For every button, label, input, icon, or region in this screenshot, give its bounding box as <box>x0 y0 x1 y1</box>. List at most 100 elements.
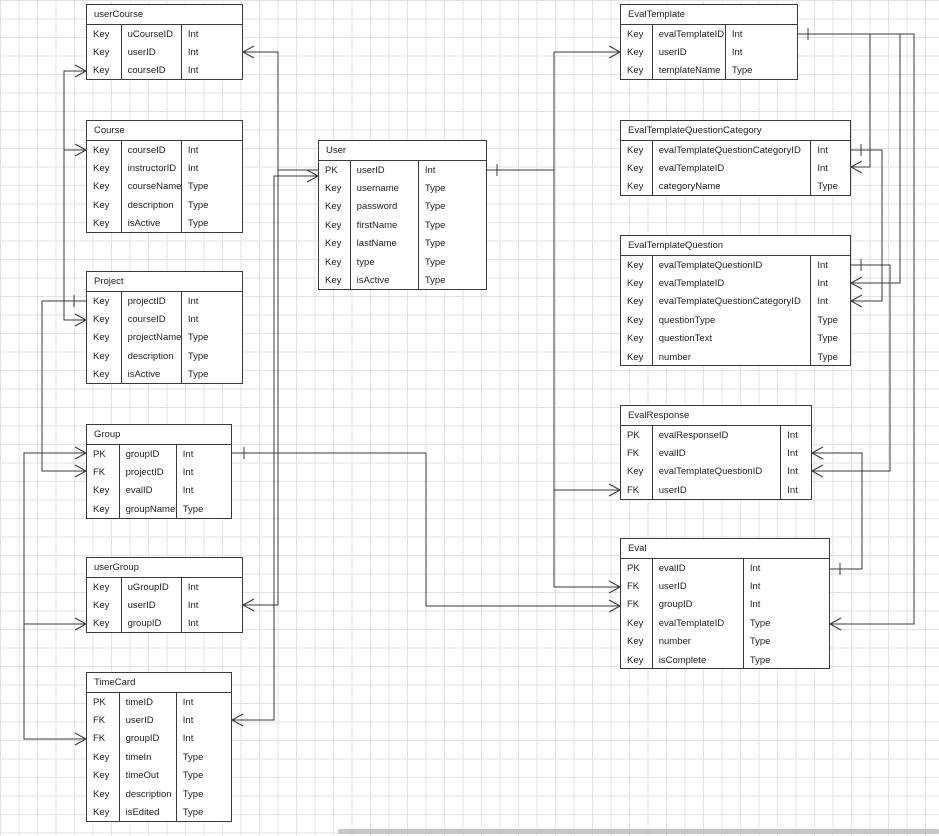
crows-foot-many-marker <box>242 45 255 59</box>
field-type-cell: Int <box>742 595 829 615</box>
entity-title: User <box>319 141 486 161</box>
key-cell: Key <box>93 770 110 782</box>
field-type-cell: Type <box>810 311 850 330</box>
key-cell: Key <box>93 314 110 326</box>
field-type-cell: Type <box>417 197 486 217</box>
field-type-cell: Int <box>780 462 811 482</box>
key-cell: Key <box>627 163 644 175</box>
field-type-cell: Type <box>175 766 231 785</box>
field-name-cell: evalTemplateID <box>651 614 743 633</box>
field-name-cell: evalTemplateID <box>651 25 725 44</box>
horizontal-scrollbar[interactable] <box>338 829 939 834</box>
field-type-cell: Type <box>810 329 850 348</box>
field-name-cell: description <box>120 347 181 366</box>
entity-title: userGroup <box>87 558 242 578</box>
field-name-cell: evalTemplateQuestionCategoryID <box>651 292 811 312</box>
field-type-cell: Type <box>742 650 829 670</box>
crows-foot-many-marker <box>231 713 244 727</box>
field-name-cell: groupID <box>118 729 176 749</box>
relationship-line <box>232 452 620 607</box>
field-name-cell: evalID <box>651 559 743 578</box>
key-cell: Key <box>627 259 644 271</box>
field-type-cell: Type <box>417 271 486 290</box>
field-name-cell: groupID <box>651 595 743 615</box>
field-type-cell: Int <box>180 310 242 329</box>
crows-foot-many-marker <box>74 617 87 631</box>
field-name-cell: groupID <box>120 614 181 634</box>
key-cell: FK <box>93 467 106 479</box>
relationship-line <box>23 452 86 625</box>
field-name-cell: lastName <box>349 234 418 253</box>
field-name-cell: instructorID <box>120 159 181 178</box>
crows-foot-many-marker <box>74 464 87 478</box>
field-type-cell: Type <box>742 632 829 651</box>
field-name-cell: evalTemplateQuestionCategoryID <box>651 141 811 160</box>
crows-foot-many-marker <box>74 732 87 746</box>
field-name-cell: evalTemplateQuestionID <box>651 256 811 275</box>
field-type-cell: Type <box>175 500 231 519</box>
field-name-cell: isComplete <box>651 650 743 670</box>
key-cell: PK <box>325 164 338 176</box>
field-type-cell: Int <box>175 445 231 464</box>
key-cell: Key <box>325 275 342 287</box>
key-cell: Key <box>627 466 644 478</box>
field-name-cell: projectID <box>118 463 176 482</box>
key-cell: FK <box>627 599 640 611</box>
field-name-cell: evalResponseID <box>651 426 781 445</box>
relationship-line <box>23 624 86 740</box>
field-type-cell: Int <box>175 693 231 712</box>
entity-title: Project <box>87 272 242 292</box>
field-type-cell: Type <box>810 347 850 367</box>
key-cell: Key <box>93 581 110 593</box>
field-type-cell: Int <box>175 463 231 482</box>
field-name-cell: userID <box>120 43 181 62</box>
key-cell: Key <box>93 47 110 59</box>
field-type-cell: Int <box>810 274 850 293</box>
key-cell: Key <box>325 183 342 195</box>
field-name-cell: isActive <box>349 271 418 290</box>
field-name-cell: isActive <box>120 214 181 233</box>
field-name-cell: userID <box>651 43 725 62</box>
field-name-cell: userID <box>349 161 418 180</box>
key-cell: Key <box>627 28 644 40</box>
field-name-cell: userID <box>118 711 176 730</box>
key-cell: Key <box>93 295 110 307</box>
field-name-cell: description <box>118 784 176 804</box>
field-name-cell: userID <box>651 481 781 500</box>
relationship-line <box>41 300 86 472</box>
key-cell: FK <box>627 448 640 460</box>
key-cell: Key <box>325 256 342 268</box>
field-type-cell: Int <box>417 161 486 180</box>
entity-title: TimeCard <box>87 673 231 693</box>
field-name-cell: evalID <box>651 444 781 463</box>
key-cell: Key <box>325 238 342 250</box>
field-type-cell: Type <box>180 214 242 233</box>
